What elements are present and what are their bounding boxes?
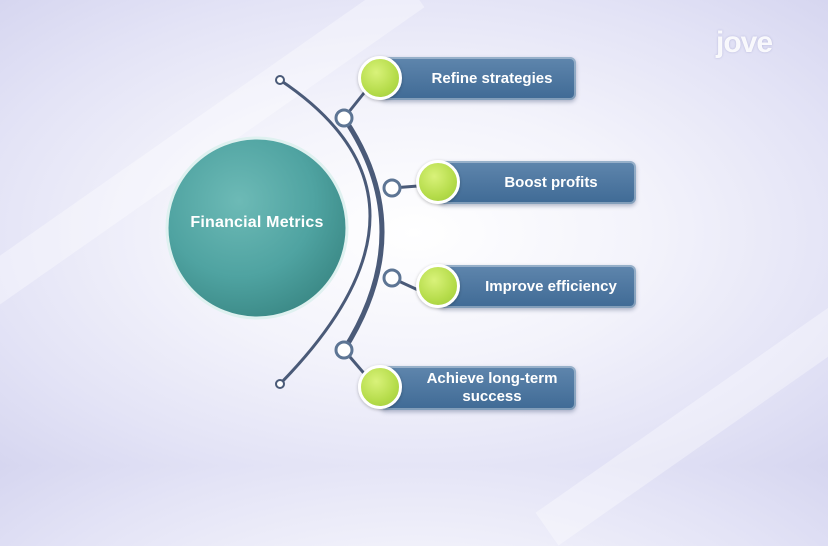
jove-logo: jove bbox=[716, 26, 773, 59]
item-label: Improve efficiency bbox=[485, 277, 617, 295]
arc-node bbox=[382, 178, 402, 198]
item-label: Refine strategies bbox=[431, 69, 553, 87]
item-box-achieve-success: Achieve long-term success bbox=[380, 366, 576, 410]
arc-node bbox=[334, 340, 354, 360]
diagram-canvas bbox=[165, 75, 419, 389]
bullet-circle bbox=[416, 264, 460, 308]
connector-arc bbox=[278, 78, 372, 386]
arc-node bbox=[334, 108, 354, 128]
bullet-circle bbox=[358, 365, 402, 409]
connector-arc-thick bbox=[341, 116, 385, 352]
item-box-refine-strategies: Refine strategies bbox=[380, 57, 576, 100]
item-label: Achieve long-term success bbox=[426, 370, 558, 405]
arc-node bbox=[382, 268, 402, 288]
bullet-circle bbox=[358, 56, 402, 100]
item-box-improve-efficiency: Improve efficiency bbox=[438, 265, 636, 308]
center-circle bbox=[165, 136, 349, 320]
center-label: Financial Metrics bbox=[190, 214, 324, 231]
item-box-boost-profits: Boost profits bbox=[438, 161, 636, 204]
arc-end-dot bbox=[275, 75, 285, 85]
item-label: Boost profits bbox=[504, 173, 598, 191]
arc-end-dot bbox=[275, 379, 285, 389]
bullet-circle bbox=[416, 160, 460, 204]
